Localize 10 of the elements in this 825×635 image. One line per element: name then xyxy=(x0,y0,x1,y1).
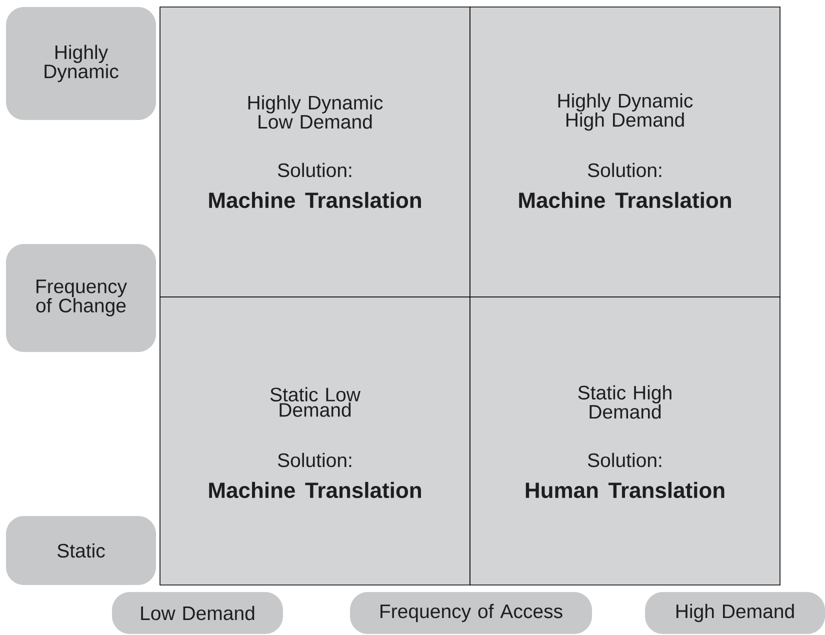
axis-label: Frequency of Change xyxy=(6,244,156,352)
matrix-cell: Static High Demand Solution: Human Translation xyxy=(470,296,780,586)
axis-label: Frequency of Access xyxy=(350,592,592,634)
axis-label: Low Demand xyxy=(112,592,283,634)
axis-label: Static xyxy=(6,516,156,585)
matrix-cell: Highly Dynamic Low Demand Solution: Machine Translation xyxy=(160,6,470,298)
axis-label: Highly Dynamic xyxy=(6,7,156,120)
matrix-cell: Highly Dynamic High Demand Solution: Machine Translation xyxy=(470,6,780,298)
axis-label: High Demand xyxy=(645,592,825,634)
matrix-cell: Static Low Demand Solution: Machine Translation xyxy=(160,296,470,586)
